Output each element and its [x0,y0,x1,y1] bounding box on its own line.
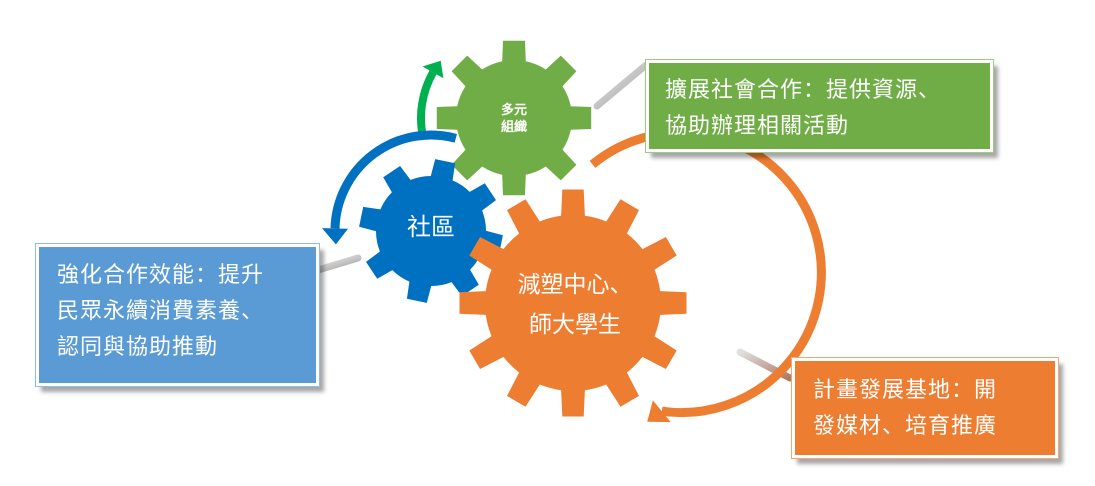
arrow-green-head [422,60,444,79]
gear-green [436,40,592,196]
gear-orange-label-line-2: 師大學生 [529,312,621,338]
gear-orange-label-line-1: 減塑中心、 [517,272,633,298]
callout-blue-line-3: 認同與協助推動 [57,335,219,360]
arrow-green-shaft [417,70,437,139]
connector-green [593,61,650,110]
callout-blue-line-2: 民眾永續消費素養、 [57,299,265,324]
callout-box-cooperation-efficiency: 強化合作效能：提升 民眾永續消費素養、 認同與協助推動 [35,243,320,387]
gear-orange-label: 減塑中心、 師大學生 [490,265,660,345]
gear-green-label-line-2: 組織 [500,120,527,135]
arrow-orange-head [647,400,671,423]
callout-green-line-2: 協助辦理相關活動 [665,114,850,139]
arrow-blue-shaft [330,130,457,229]
callout-orange-line-1: 計畫發展基地：開 [813,378,998,403]
gear-green-label: 多元 組織 [474,102,554,136]
gear-orange [459,189,687,417]
arrow-blue-head [322,228,348,245]
gear-blue-label: 社區 [407,213,455,241]
callout-box-development-base: 計畫發展基地：開 發媒材、培育推廣 [791,357,1059,459]
callout-green-line-1: 擴展社會合作：提供資源、 [665,78,942,103]
callout-box-social-cooperation: 擴展社會合作：提供資源、 協助辦理相關活動 [645,59,994,153]
callout-orange-line-2: 發媒材、培育推廣 [813,414,998,439]
cycle-arrow-blue [322,130,457,245]
gear-blue [359,159,503,303]
callout-blue-line-1: 強化合作效能：提升 [57,263,265,288]
gear-green-label-line-1: 多元 [500,103,527,118]
connector-blue [314,254,362,274]
